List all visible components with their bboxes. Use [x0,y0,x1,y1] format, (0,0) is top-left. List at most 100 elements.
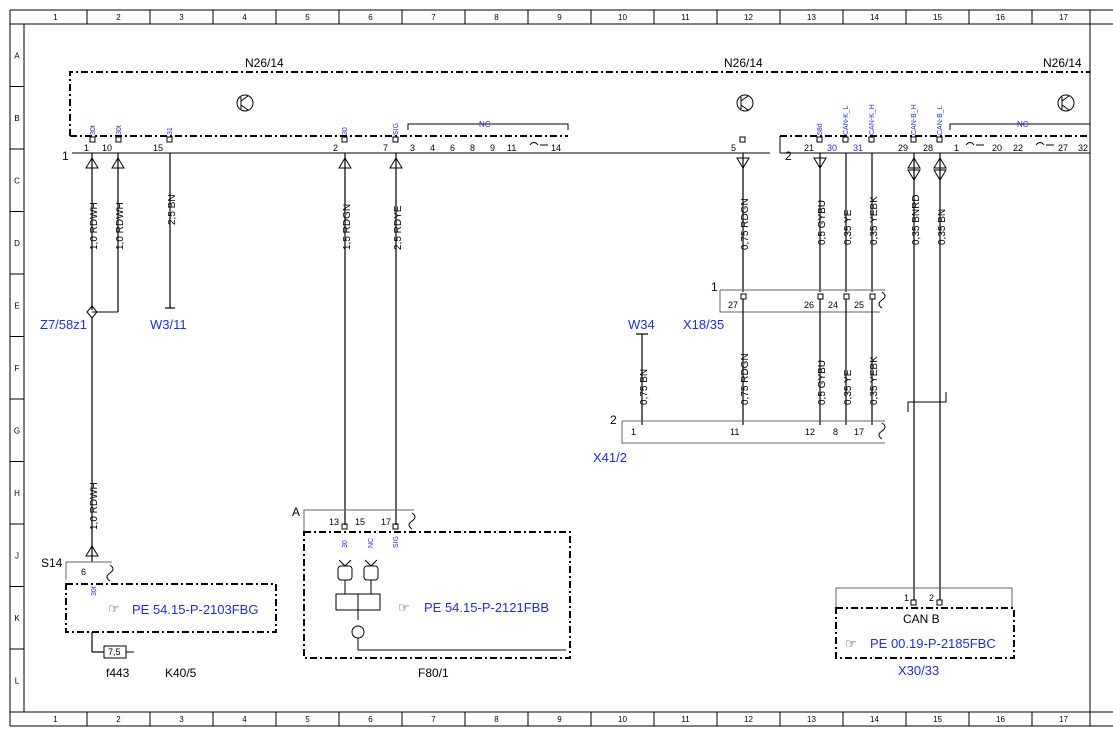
pin-number: 6 [81,567,86,577]
pin-number: 21 [804,143,814,153]
pin-number: 4 [430,143,435,153]
grid-column-label: 14 [870,715,879,724]
grid-column-label: 4 [242,715,247,724]
transistor-icon [236,94,254,112]
pin-signal: 58d [817,123,824,135]
connector-label-x18-35: X18/35 [683,317,724,332]
grid-column-label: 13 [807,13,816,22]
ground-w34: W34 0,75 BN [628,317,655,425]
pin-signal: 30 [342,127,349,135]
grid-column-label: 3 [179,715,184,724]
control-unit-label-right: N26/14 [1043,56,1082,70]
wire-bundle-left: Z7/58z1 W3/11 1,0 RDWH 1,0 RDWH 2,5 BN 1… [40,153,751,562]
pin-signal: 30t [116,125,123,135]
connector-2-label: 2 [785,149,792,163]
connector-pin: 1 [711,280,718,294]
grid-column-label: 11 [681,715,690,724]
pin-number: 11 [730,427,739,437]
pin-number: 14 [551,143,561,153]
pin-number: 2 [333,143,338,153]
grid-column-label: 6 [368,715,373,724]
grid-row-label: H [14,489,20,498]
plug-icon [335,559,566,651]
transistor-icon [1057,94,1075,112]
grid-column-label: 3 [179,13,184,22]
reference-pointer-icon: ☞ [108,601,120,616]
connector-rail-1: 1 [62,149,770,163]
wire-bundle-right: 0,5 GYBU 0,35 YE 0,35 YEBK 0,35 BNRD 0,3… [813,153,948,600]
switch-label-s14: S14 [41,556,63,570]
ground-label-w34: W34 [628,317,655,332]
pin-number: 1 [84,143,89,153]
grid-column-label: 17 [1059,715,1068,724]
pin-number: 31 [853,143,863,153]
grid-column-label: 8 [494,13,499,22]
transistor-icon [736,94,754,112]
grid-column-label: 9 [557,715,562,724]
grid-column-label: 8 [494,715,499,724]
wire-label: 1,0 RDWH [89,202,100,250]
pin-number: 27 [728,300,738,310]
ground-label-w3-11: W3/11 [150,317,187,332]
grid-column-label: 16 [996,715,1005,724]
pin-number: 6 [450,143,455,153]
wire-label: 0,35 BNRD [911,194,922,245]
can-b-label: CAN B [903,612,940,626]
wire-label: 2,5 BN [167,194,178,225]
pin-number: 3 [410,143,415,153]
pin-number: 13 [329,517,339,527]
pin-number: 32 [1078,143,1088,153]
pin-number: 17 [381,517,391,527]
wire-label: 0,75 BN [639,369,650,405]
fuse-rating: 7,5 [108,647,121,657]
pin-signal: SIG [393,123,400,135]
connector-label-x41-2: X41/2 [593,450,627,465]
grid-row-label: F [15,364,20,373]
connector-label-x30-33: X30/33 [898,663,939,678]
pin-number: 17 [854,427,864,437]
connector-2-pins: 21 30 31 29 28 1 20 22 27 32 58d CAN-K_L… [804,104,1090,153]
grid-row-label: E [14,301,19,310]
wire-label: 0,5 GYBU [817,360,828,405]
pin-number: 28 [923,143,933,153]
nc-label: NC [1017,120,1029,129]
grid-row-label: G [14,426,20,435]
pin-number: 12 [805,427,815,437]
reference-pointer-icon: ☞ [845,636,857,651]
pin-number: 26 [804,300,814,310]
pin-number: 24 [828,300,838,310]
pin-signal: 30 [342,540,349,548]
pin-number: 8 [470,143,475,153]
connector-x30-33: 1 2 CAN B ☞ PE 00.19-P-2185FBC X30/33 [835,587,1015,678]
fuse-label-f443: f443 [106,666,130,680]
pin-number: 11 [507,143,516,153]
grid-row-label: L [15,676,20,685]
grid-column-label: 6 [368,13,373,22]
fuse-box-f80-1: A 13 15 17 30 NC SIG ☞ PE 54.15-P-2121FB… [292,505,571,680]
pin-number: 1 [904,593,909,603]
connector-rail-2: 2 [779,135,1090,163]
grid-column-label: 14 [870,13,879,22]
grid-column-label: 16 [996,13,1005,22]
pin-number: 27 [1058,143,1068,153]
pin-signal: 30t [91,586,98,596]
fuse-box-label-f80-1: F80/1 [418,666,449,680]
grid-column-label: 17 [1059,13,1068,22]
pin-number: 8 [833,427,838,437]
connector-x41-2: 2 1 11 12 8 17 X41/2 [593,413,886,465]
grid-column-label: 4 [242,13,247,22]
grid-column-label: 13 [807,715,816,724]
pin-signal: CAN-B_L [937,105,944,135]
grid-column-label: 15 [933,715,942,724]
wire-label: 0,5 GYBU [817,200,828,245]
wire-label: 1,0 RDWH [89,482,100,530]
reference-f80: PE 54.15-P-2121FBB [424,600,549,615]
wire-label: 2,5 RDYE [393,205,404,250]
grid-column-label: 15 [933,13,942,22]
grid-column-label: 9 [557,13,562,22]
grid-column-label: 1 [53,715,58,724]
pin-signal: CAN-K_L [843,105,850,135]
